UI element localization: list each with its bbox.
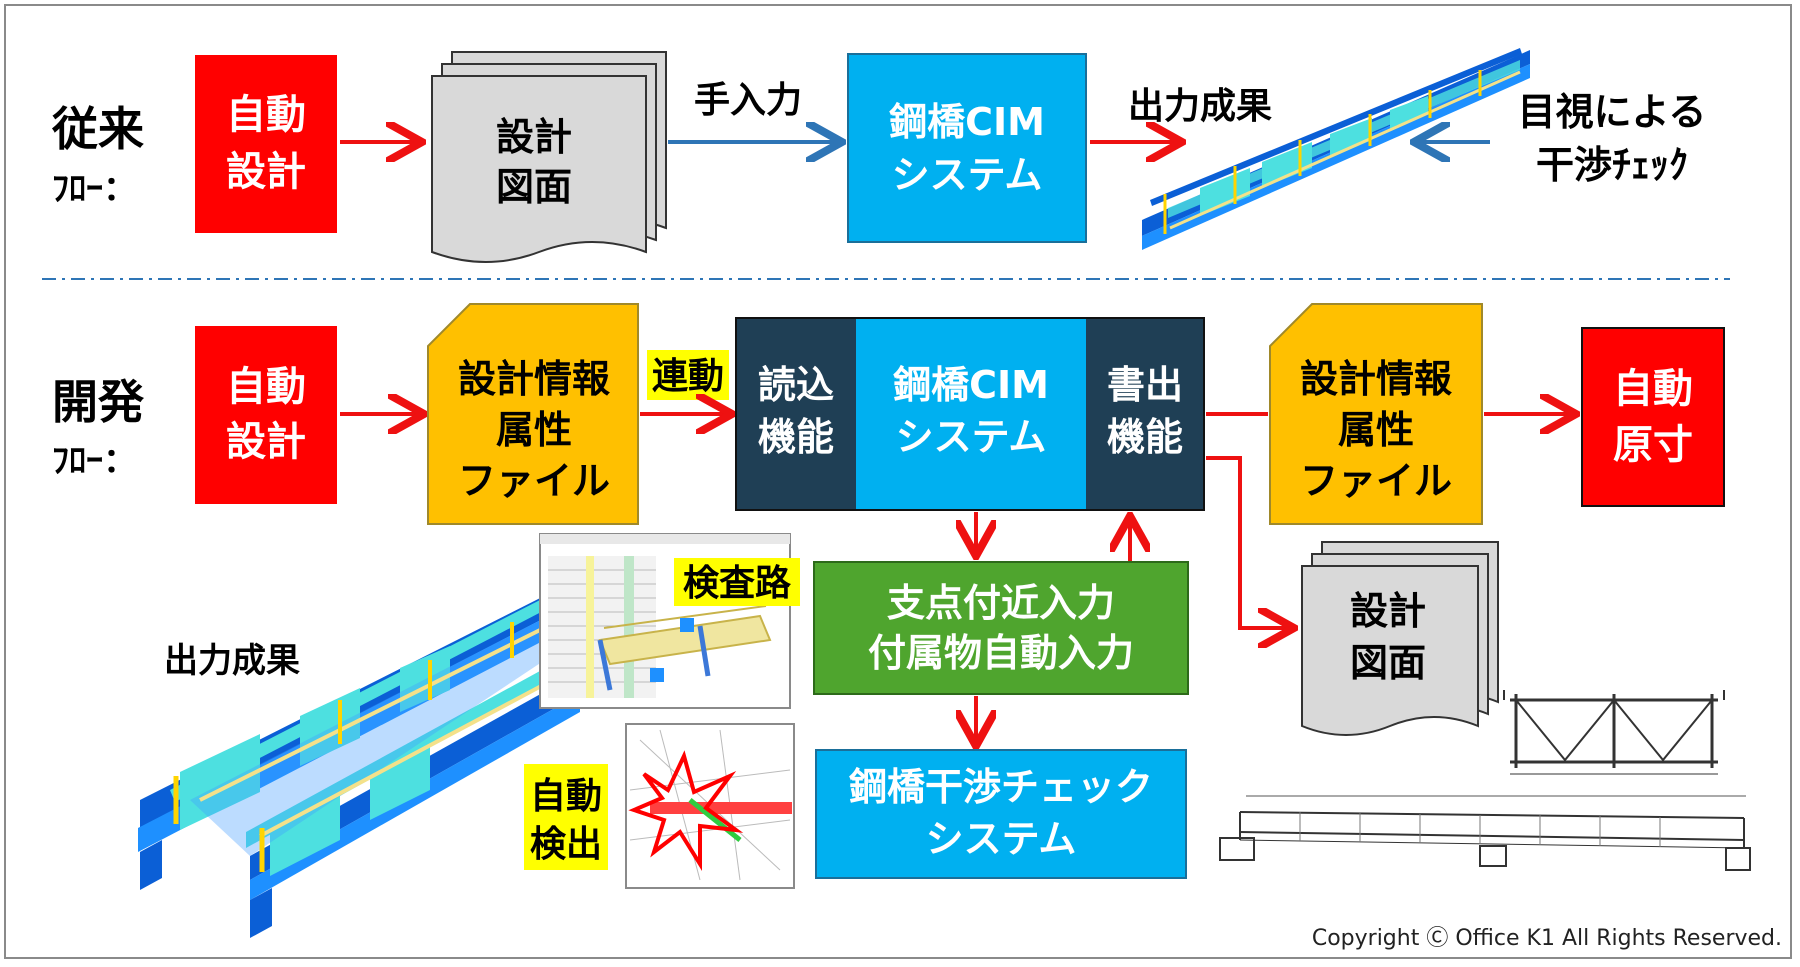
manual-input-label: 手入力 — [694, 80, 802, 121]
bottom-row-label: 開発 ﾌﾛｰ： — [52, 375, 145, 481]
top-row-label-main: 従来 — [51, 102, 144, 156]
inspection-path-text: 検査路 — [683, 563, 792, 604]
top-row-label-sub: ﾌﾛｰ： — [52, 169, 137, 209]
bottom-doc-line2: 図面 — [1350, 641, 1426, 685]
auto-scale-box: 自動 原寸 — [1581, 327, 1725, 507]
auto-scale-line1: 自動 — [1613, 366, 1693, 412]
bottom-cim-line2: システム — [896, 415, 1047, 459]
top-cim-system-box: 鋼橋CIM システム — [847, 53, 1087, 243]
write-func-line2: 機能 — [1107, 415, 1183, 459]
attr-file-out-line3: ファイル — [1300, 459, 1452, 503]
support-input-line2: 付属物自動入力 — [868, 631, 1134, 675]
support-input-box: 支点付近入力 付属物自動入力 — [813, 561, 1189, 695]
interference-line2: システム — [926, 817, 1077, 861]
copyright-text: Copyright Ⓒ Office K1 All Rights Reserve… — [1312, 926, 1782, 951]
top-cim-line1: 鋼橋CIM — [889, 100, 1045, 144]
attr-file-in-line3: ファイル — [458, 459, 610, 503]
interference-system-box: 鋼橋干渉チェック システム — [815, 749, 1187, 879]
attr-file-out-line1: 設計情報 — [1300, 357, 1452, 401]
attr-file-out-line2: 属性 — [1338, 408, 1414, 452]
inspection-path-label: 検査路 — [674, 558, 800, 606]
truss-drawing-image — [1503, 690, 1725, 775]
attr-file-in-line2: 属性 — [496, 408, 572, 452]
visual-check-line1: 目視による — [1518, 90, 1707, 134]
top-cim-line2: システム — [892, 153, 1043, 197]
top-design-drawing-doc: 設計 図面 — [431, 51, 667, 263]
top-row-label: 従来 ﾌﾛｰ： — [51, 102, 144, 209]
bottom-cim-system-box: 読込 機能 鋼橋CIM システム 書出 機能 — [735, 317, 1205, 511]
attr-file-out-box: 設計情報 属性 ファイル — [1269, 303, 1483, 525]
top-auto-design-line2: 設計 — [226, 149, 306, 195]
outer-frame — [4, 4, 1792, 959]
bottom-arrow-5 — [1206, 456, 1290, 628]
interference-line1: 鋼橋干渉チェック — [849, 765, 1153, 809]
bottom-auto-design-line1: 自動 — [226, 364, 306, 410]
top-auto-design-box: 自動 設計 — [195, 55, 337, 233]
read-func-line1: 読込 — [758, 363, 834, 407]
top-doc-line1: 設計 — [496, 115, 572, 159]
bottom-row-label-main: 開発 — [52, 375, 145, 429]
top-auto-design-line1: 自動 — [226, 92, 306, 138]
auto-detect-line2: 検出 — [530, 824, 602, 865]
top-doc-line2: 図面 — [496, 165, 572, 209]
bottom-bridge-model-image — [138, 588, 580, 938]
top-bridge-model-image — [1142, 48, 1530, 250]
detection-image — [625, 723, 795, 889]
auto-detect-label: 自動 検出 — [524, 764, 608, 870]
link-label: 連動 — [647, 350, 729, 400]
bottom-doc-line1: 設計 — [1350, 589, 1426, 633]
attr-file-in-box: 設計情報 属性 ファイル — [427, 303, 639, 525]
support-input-line1: 支点付近入力 — [887, 581, 1115, 625]
visual-check-line2: 干渉ﾁｪｯｸ — [1536, 143, 1688, 187]
visual-check-label: 目視による 干渉ﾁｪｯｸ — [1518, 90, 1707, 187]
bottom-output-result-label: 出力成果 — [164, 641, 300, 681]
write-func-line1: 書出 — [1107, 363, 1183, 407]
bottom-auto-design-line2: 設計 — [226, 419, 306, 465]
attr-file-in-line1: 設計情報 — [458, 357, 610, 401]
bottom-auto-design-box: 自動 設計 — [195, 326, 337, 504]
bottom-row-label-sub: ﾌﾛｰ： — [52, 441, 137, 481]
auto-scale-line2: 原寸 — [1613, 422, 1693, 468]
auto-detect-line1: 自動 — [530, 776, 602, 817]
bottom-design-drawing-doc: 設計 図面 — [1301, 541, 1499, 736]
read-func-line2: 機能 — [758, 415, 834, 459]
bridge-elevation-drawing-image — [1219, 795, 1751, 871]
link-label-text: 連動 — [652, 356, 724, 397]
bottom-cim-line1: 鋼橋CIM — [893, 363, 1049, 407]
top-output-result-label: 出力成果 — [1128, 86, 1272, 127]
